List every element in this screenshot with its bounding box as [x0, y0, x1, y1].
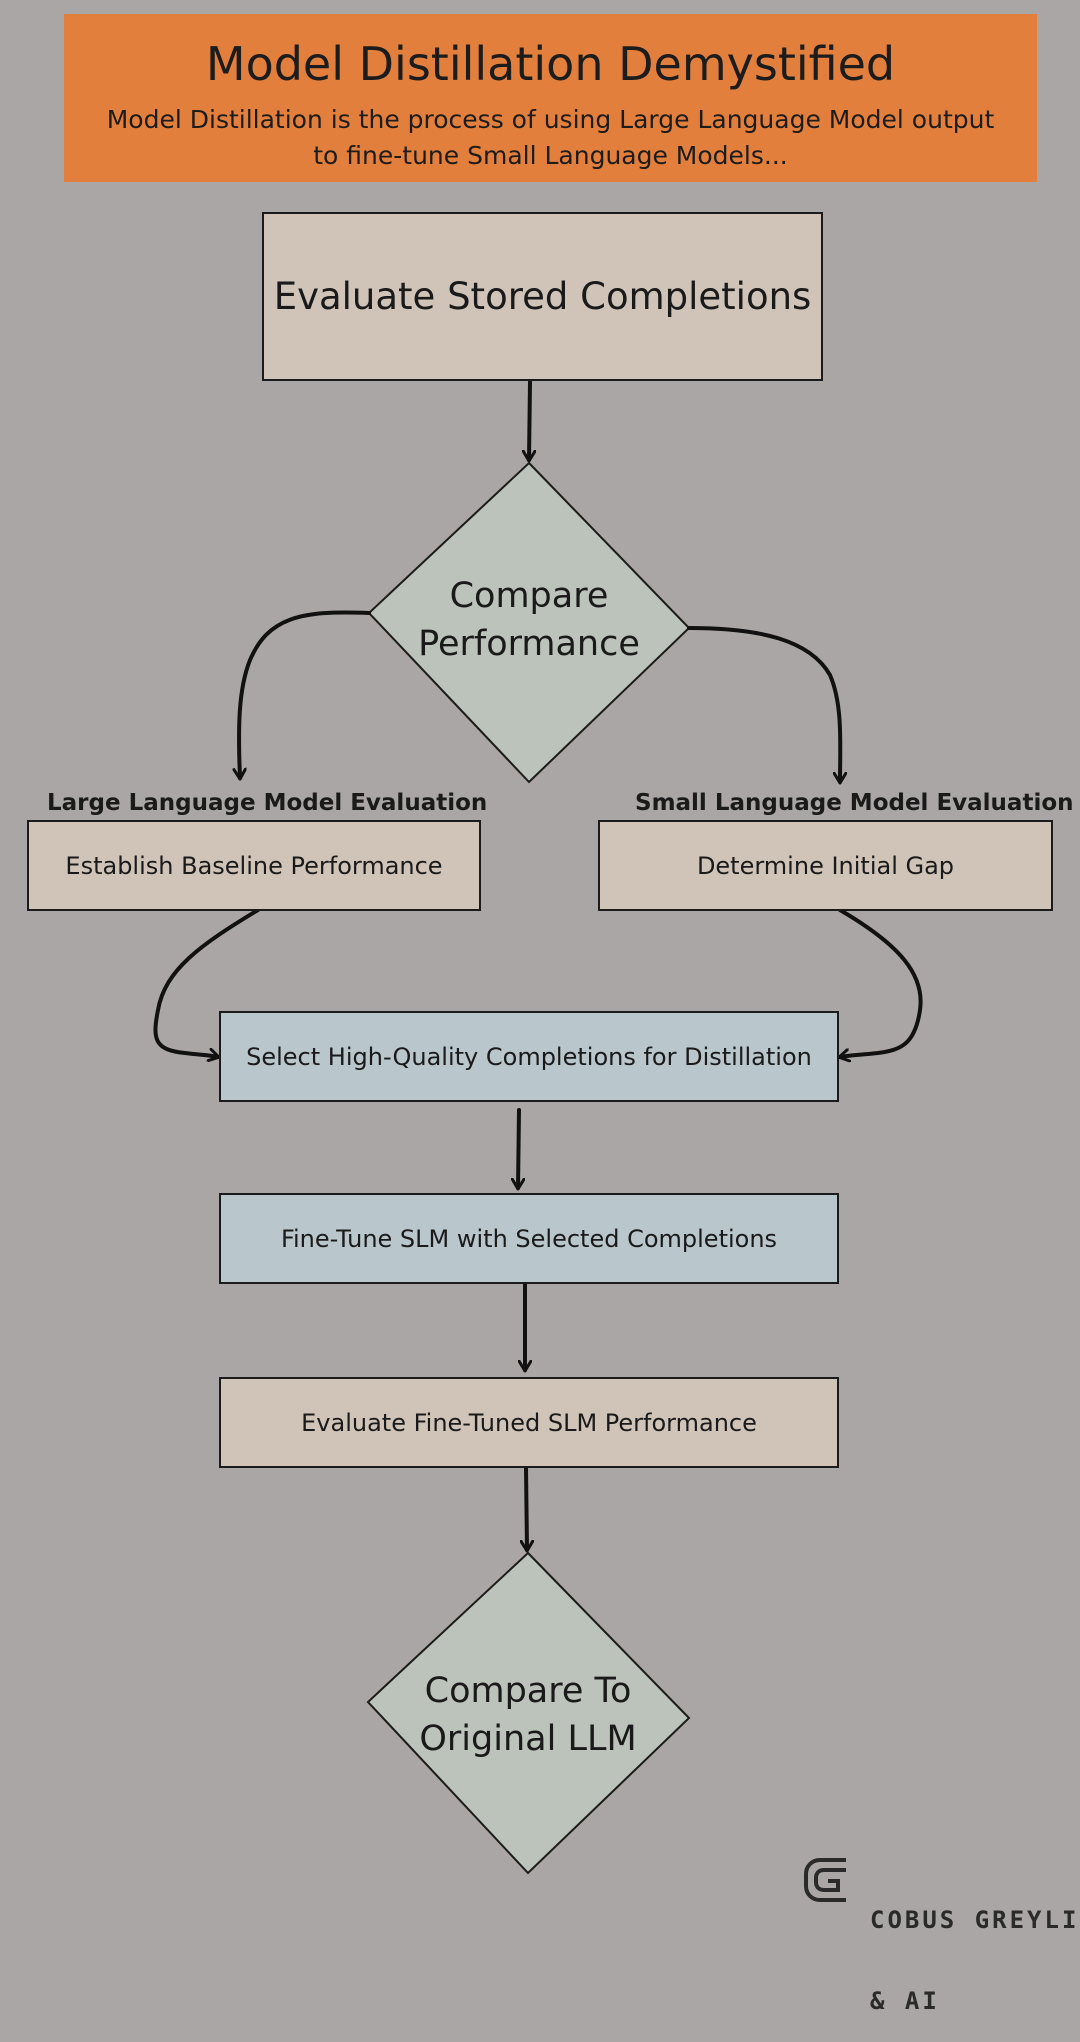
baseline-performance-box: Establish Baseline Performance [27, 820, 481, 911]
initial-gap-label: Determine Initial Gap [696, 851, 955, 880]
brand-logo-icon [804, 1858, 846, 1902]
arrow-evaluate-to-compare-original [526, 1466, 527, 1550]
select-completions-box: Select High-Quality Completions for Dist… [219, 1011, 839, 1102]
select-completions-label: Select High-Quality Completions for Dist… [246, 1042, 812, 1071]
flow-connectors [153, 380, 923, 1875]
compare-original-line-1: Compare To [424, 1671, 632, 1711]
arrow-baseline-to-select [153, 908, 260, 1057]
initial-gap-box: Determine Initial Gap [598, 820, 1053, 911]
header-banner: Model Distillation Demystified Model Dis… [64, 14, 1037, 182]
compare-performance-diamond [367, 461, 691, 784]
brand-line-2: & AI [870, 1987, 940, 2015]
arrow-select-to-finetune [518, 1108, 519, 1188]
diagram-title: Model Distillation Demystified [205, 37, 896, 91]
brand-name: COBUS GREYLING & AI [870, 1853, 1080, 2042]
llm-evaluation-heading: Large Language Model Evaluation [47, 790, 488, 816]
compare-performance-label: Compare Performance [399, 570, 659, 670]
compare-performance-line-2: Performance [418, 624, 640, 664]
evaluate-stored-completions-label: Evaluate Stored Completions [273, 275, 812, 318]
brand-line-1: COBUS GREYLING [870, 1906, 1080, 1934]
arrow-gap-to-select [840, 908, 923, 1057]
arrow-evaluate-to-compare [529, 380, 530, 460]
baseline-performance-label: Establish Baseline Performance [65, 851, 443, 880]
fine-tune-box: Fine-Tune SLM with Selected Completions [219, 1193, 839, 1284]
compare-performance-line-1: Compare [449, 576, 609, 616]
evaluate-fine-tuned-label: Evaluate Fine-Tuned SLM Performance [301, 1408, 757, 1437]
compare-original-label: Compare To Original LLM [398, 1665, 658, 1765]
arrow-compare-to-slm [687, 626, 840, 782]
diagram-subtitle: Model Distillation is the process of usi… [106, 105, 995, 170]
arrow-compare-to-llm [239, 610, 371, 778]
compare-original-diamond [366, 1551, 691, 1875]
evaluate-stored-completions-box: Evaluate Stored Completions [262, 212, 823, 381]
slm-evaluation-heading: Small Language Model Evaluation [635, 790, 1074, 816]
compare-original-line-2: Original LLM [419, 1719, 637, 1759]
fine-tune-label: Fine-Tune SLM with Selected Completions [280, 1224, 778, 1253]
evaluate-fine-tuned-box: Evaluate Fine-Tuned SLM Performance [219, 1377, 839, 1468]
